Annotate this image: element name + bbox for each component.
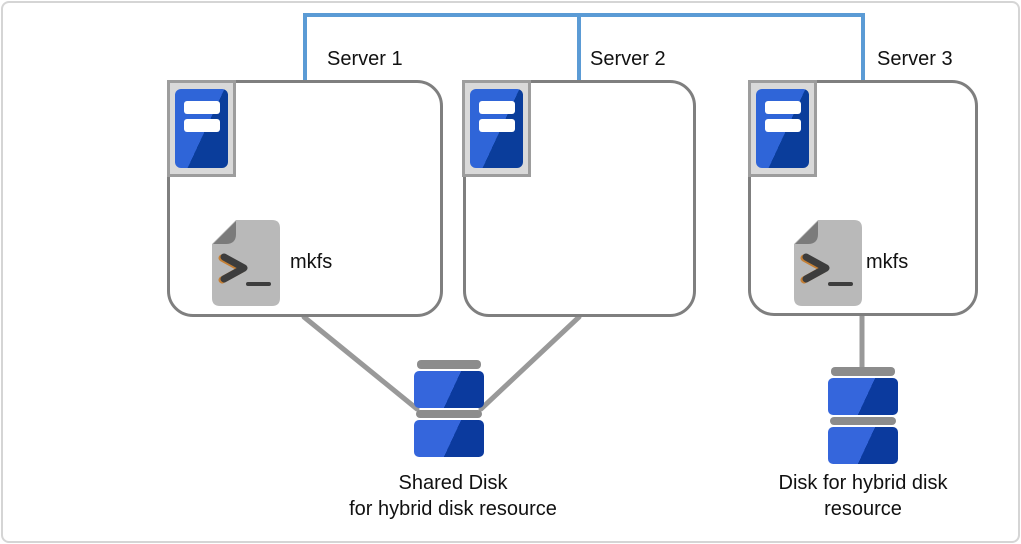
hybrid-disk-caption-line1: Disk for hybrid disk bbox=[778, 472, 948, 494]
hybrid-disk-icon bbox=[828, 367, 898, 464]
shell-script-icon bbox=[212, 220, 280, 306]
disk-platter bbox=[414, 371, 484, 408]
server2-label: Server 2 bbox=[590, 48, 666, 70]
disk-platter bbox=[828, 427, 898, 464]
disk-platter bbox=[828, 378, 898, 415]
disk-cap-bar bbox=[831, 367, 895, 376]
network-drop-server1 bbox=[303, 13, 307, 80]
server-tower-body bbox=[756, 89, 809, 168]
disk-platter bbox=[414, 420, 484, 457]
server2-box bbox=[463, 80, 696, 317]
shared-disk-icon bbox=[414, 360, 484, 457]
disk-cap-bar bbox=[417, 360, 481, 369]
shared-disk-caption-line2: for hybrid disk resource bbox=[349, 498, 557, 520]
network-drop-server3 bbox=[861, 13, 865, 80]
server1-label: Server 1 bbox=[327, 48, 403, 70]
server-tower-icon bbox=[748, 80, 817, 177]
hybrid-disk-caption-line2: resource bbox=[824, 498, 902, 520]
server-slot-bar bbox=[765, 119, 801, 132]
shell-script-icon bbox=[794, 220, 862, 306]
disk-mid-bar bbox=[416, 410, 482, 418]
network-line-horizontal bbox=[303, 13, 865, 17]
shared-disk-caption-line1: Shared Disk bbox=[398, 472, 508, 494]
network-drop-server2 bbox=[577, 13, 581, 80]
server-tower-icon bbox=[167, 80, 236, 177]
mkfs-label: mkfs bbox=[290, 251, 333, 273]
server-slot-bar bbox=[479, 101, 515, 114]
mkfs-label: mkfs bbox=[866, 251, 909, 273]
shared-disk-caption: Shared Disk for hybrid disk resource bbox=[323, 470, 583, 522]
server3-label: Server 3 bbox=[877, 48, 953, 70]
server-tower-body bbox=[175, 89, 228, 168]
server-tower-body bbox=[470, 89, 523, 168]
hybrid-disk-caption: Disk for hybrid disk resource bbox=[733, 470, 993, 522]
server-slot-bar bbox=[184, 101, 220, 114]
server-slot-bar bbox=[184, 119, 220, 132]
server-slot-bar bbox=[479, 119, 515, 132]
disk-mid-bar bbox=[830, 417, 896, 425]
server-slot-bar bbox=[765, 101, 801, 114]
server-tower-icon bbox=[462, 80, 531, 177]
